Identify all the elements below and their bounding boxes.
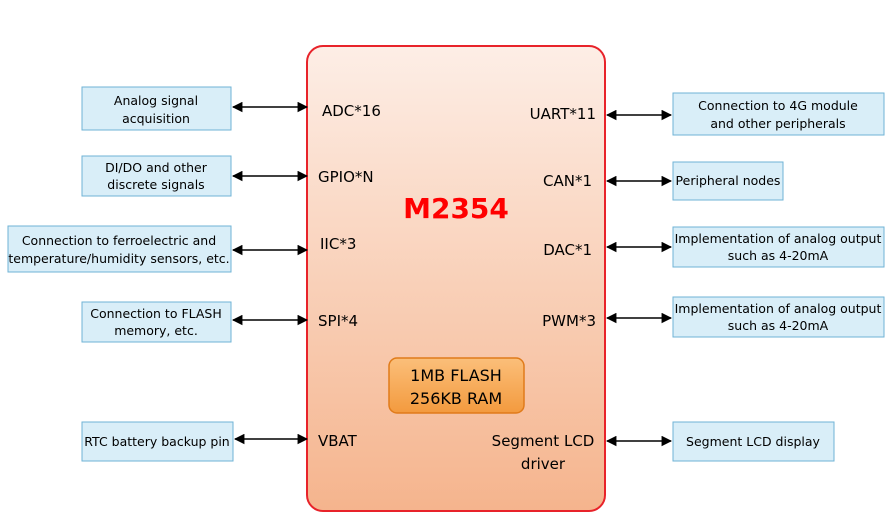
chip-body <box>306 45 606 512</box>
pin-segment-lcd: Segment LCD <box>492 432 595 450</box>
right-box-dac: Implementation of analog output such as … <box>672 226 885 268</box>
left-box-dido-line1: DI/DO and other <box>105 160 208 175</box>
pin-vbat: VBAT <box>318 432 358 450</box>
right-box-lcd-line1: Segment LCD display <box>686 434 821 449</box>
right-box-lcd: Segment LCD display <box>672 421 835 462</box>
left-box-flash-line1: Connection to FLASH <box>90 306 222 321</box>
right-box-4g-line2: and other peripherals <box>710 116 845 131</box>
pin-spi: SPI*4 <box>318 312 358 330</box>
pin-iic: IIC*3 <box>320 235 356 253</box>
left-box-dido-line2: discrete signals <box>107 177 204 192</box>
chip-title: M2354 <box>403 192 509 225</box>
left-box-rtc: RTC battery backup pin <box>81 421 234 462</box>
right-box-pwm: Implementation of analog output such as … <box>672 296 885 338</box>
pin-gpio: GPIO*N <box>318 168 374 186</box>
left-box-analog-line1: Analog signal <box>114 93 198 108</box>
memory-ram: 256KB RAM <box>410 389 502 408</box>
left-box-flash: Connection to FLASH memory, etc. <box>81 301 232 343</box>
pin-segment-lcd-driver: driver <box>521 455 566 473</box>
right-box-4g-line1: Connection to 4G module <box>698 98 858 113</box>
memory-block <box>388 357 525 414</box>
pin-adc: ADC*16 <box>322 102 381 120</box>
left-box-analog-line2: acquisition <box>122 111 190 126</box>
left-box-flash-line2: memory, etc. <box>114 323 198 338</box>
right-box-dac-line2: such as 4-20mA <box>728 248 829 263</box>
right-box-pwm-line1: Implementation of analog output <box>675 301 882 316</box>
pin-can: CAN*1 <box>543 172 592 190</box>
memory-flash: 1MB FLASH <box>410 366 502 385</box>
pin-dac: DAC*1 <box>543 241 592 259</box>
right-box-dac-line1: Implementation of analog output <box>675 231 882 246</box>
left-box-ferroelectric: Connection to ferroelectric and temperat… <box>7 225 232 273</box>
left-box-dido: DI/DO and other discrete signals <box>81 155 232 197</box>
pin-pwm: PWM*3 <box>542 312 596 330</box>
right-box-peripheral: Peripheral nodes <box>672 161 784 201</box>
pin-uart: UART*11 <box>530 105 596 123</box>
left-box-ferroelectric-line2: temperature/humidity sensors, etc. <box>8 251 229 266</box>
left-box-rtc-line1: RTC battery backup pin <box>84 434 229 449</box>
right-box-peripheral-line1: Peripheral nodes <box>676 173 781 188</box>
left-box-ferroelectric-line1: Connection to ferroelectric and <box>22 233 216 248</box>
right-box-4g: Connection to 4G module and other periph… <box>672 92 885 136</box>
right-box-pwm-line2: such as 4-20mA <box>728 318 829 333</box>
left-box-analog: Analog signal acquisition <box>81 86 232 131</box>
